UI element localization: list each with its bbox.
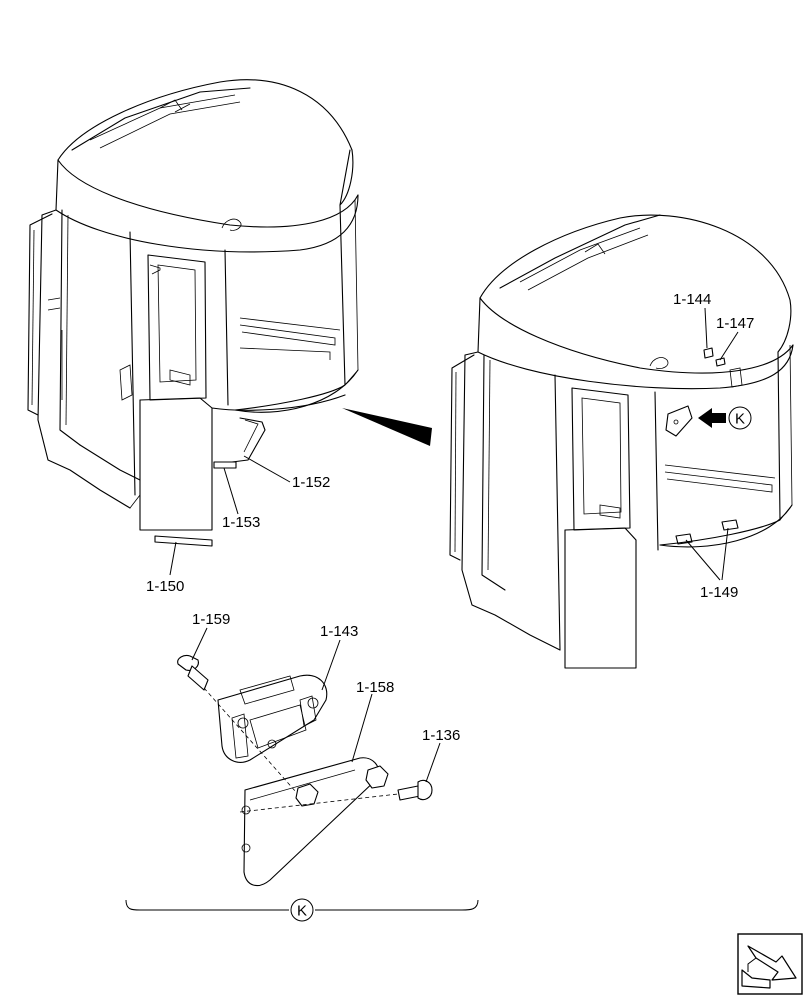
label-1-147: 1-147 xyxy=(716,315,754,332)
label-1-144: 1-144 xyxy=(673,291,711,308)
detail-callout-label: K xyxy=(735,411,745,428)
detail-k-bracket xyxy=(125,898,479,922)
part-labels: 1-144 1-147 1-152 1-153 1-150 1-149 1-15… xyxy=(146,291,754,744)
plate-1-158 xyxy=(241,757,389,887)
next-page-arrow-icon[interactable] xyxy=(737,933,803,995)
label-1-152: 1-152 xyxy=(292,474,330,491)
detail-k-arrow xyxy=(698,408,726,428)
leader-lines xyxy=(169,307,739,783)
detail-bracket-label: K xyxy=(297,903,307,920)
label-1-136: 1-136 xyxy=(422,727,460,744)
block-1-143 xyxy=(217,674,328,763)
label-1-159: 1-159 xyxy=(192,611,230,628)
bolt-1-159 xyxy=(177,654,209,691)
label-1-153: 1-153 xyxy=(222,514,260,531)
label-1-158: 1-158 xyxy=(356,679,394,696)
view-pointer xyxy=(342,408,432,446)
label-1-149: 1-149 xyxy=(700,584,738,601)
left-cab-view xyxy=(27,79,359,547)
detail-callout-circle xyxy=(728,406,752,430)
label-1-150: 1-150 xyxy=(146,578,184,595)
bolt-1-136 xyxy=(397,779,433,801)
detail-k-view xyxy=(177,654,433,887)
right-cab-view xyxy=(449,214,794,669)
label-1-143: 1-143 xyxy=(320,623,358,640)
